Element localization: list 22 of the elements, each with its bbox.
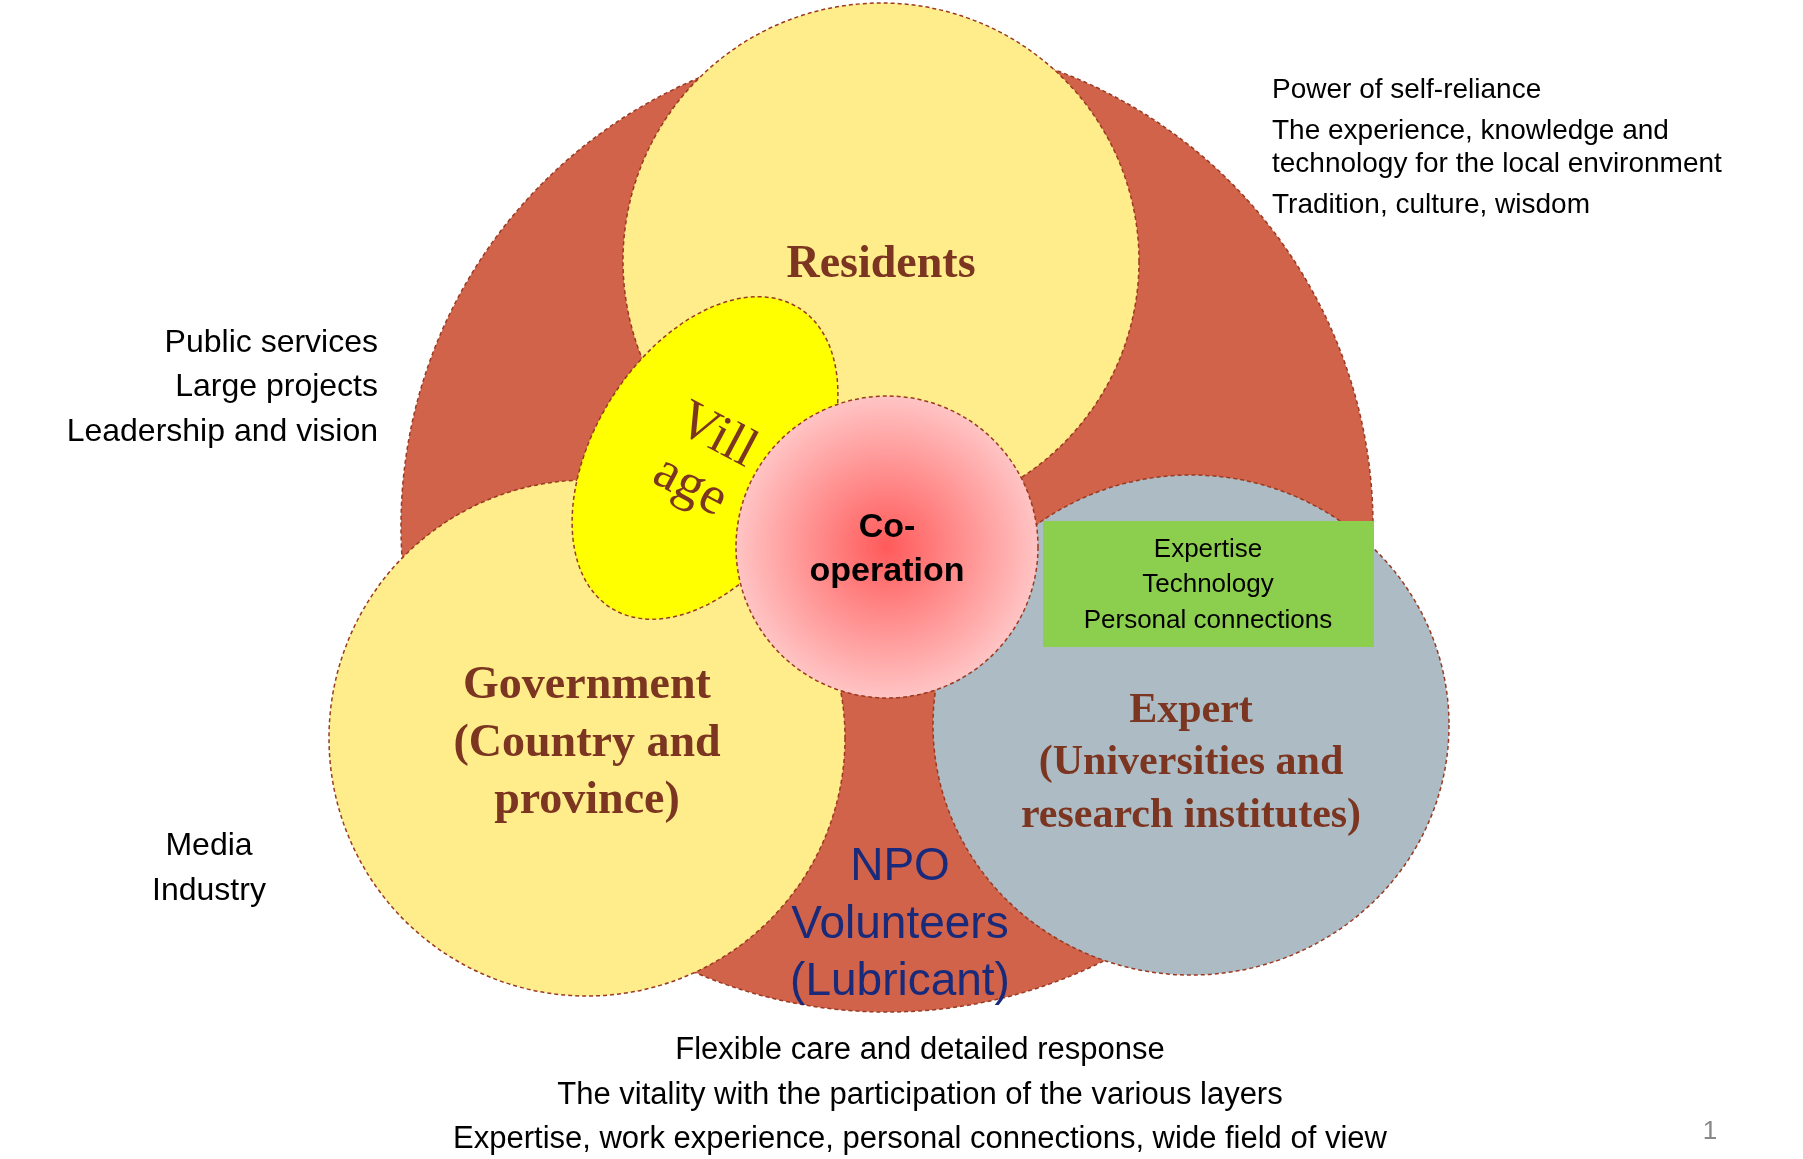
node-label: Government (Country and province) bbox=[452, 655, 722, 825]
node-label: (Universities and research institutes) bbox=[1019, 735, 1363, 838]
note-text: Expertise, work experience, personal connections, wide field of view bbox=[452, 1119, 1388, 1157]
node-label: NPO Volunteers (Lubricant) bbox=[789, 836, 1011, 1007]
note-text: Industry bbox=[151, 871, 267, 909]
node-label: Technology bbox=[1141, 568, 1275, 600]
note-text: Leadership and vision bbox=[65, 412, 378, 450]
node-label: Co-operation bbox=[808, 504, 966, 590]
note-text: Flexible care and detailed response bbox=[674, 1030, 1166, 1068]
note-text: Power of self-reliance bbox=[1272, 72, 1543, 106]
note-text: Media bbox=[164, 826, 254, 864]
node-label: Personal connections bbox=[1082, 604, 1334, 636]
node-label: Expertise bbox=[1152, 533, 1264, 565]
node-label: Residents bbox=[785, 235, 977, 290]
note-text: Large projects bbox=[174, 367, 378, 405]
note-text: The experience, knowledge and technology for the local environment bbox=[1272, 112, 1723, 180]
note-text: The vitality with the participation of the various layers bbox=[556, 1075, 1284, 1113]
page-number: 1 bbox=[1701, 1114, 1719, 1146]
node-label: Vill age bbox=[643, 386, 770, 529]
note-text: Public services bbox=[163, 323, 378, 361]
note-text: Tradition, culture, wisdom bbox=[1272, 187, 1591, 221]
node-label: Expert bbox=[1128, 683, 1254, 733]
